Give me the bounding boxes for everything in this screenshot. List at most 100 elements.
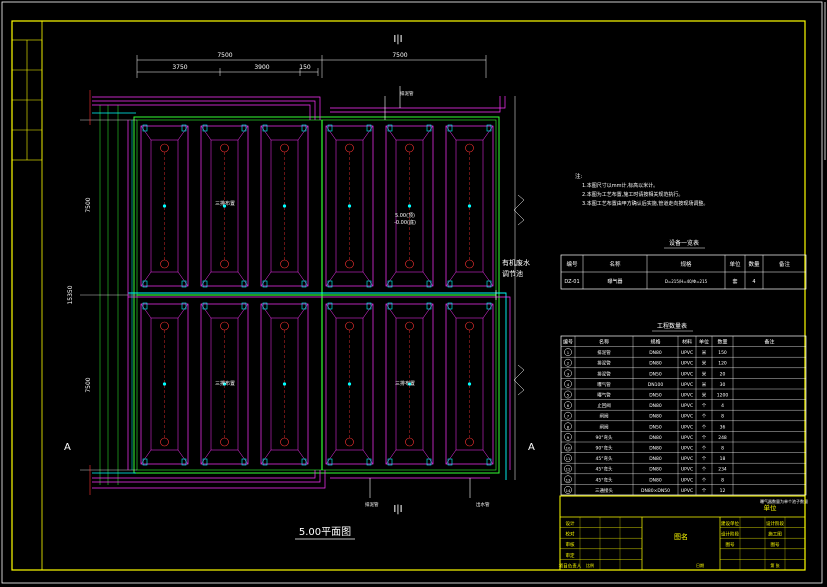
mat-cell-4-5: 1200 xyxy=(717,393,729,399)
binding-strip xyxy=(11,39,43,161)
mat-cell-8-0: 9 xyxy=(567,435,570,440)
diffuser-top-icon xyxy=(405,143,414,153)
valve-marker-1 xyxy=(426,124,432,132)
materials-table-title: 工程数量表 xyxy=(657,322,687,330)
mat-cell-6-2: DN80 xyxy=(649,414,662,420)
valve-marker-0 xyxy=(327,124,333,132)
mat-cell-7-5: 36 xyxy=(720,424,726,430)
mat-cell-12-0: 13 xyxy=(566,477,571,482)
mat-cell-13-1: 三通接头 xyxy=(595,487,613,494)
axis-left: A xyxy=(64,442,71,453)
cell-frame xyxy=(260,303,309,465)
mat-index-circle-2 xyxy=(564,369,572,378)
mat-cell-6-3: UPVC xyxy=(681,414,693,420)
diffuser-bottom-icon xyxy=(465,437,474,447)
equipment-table-title: 设备一览表 xyxy=(669,239,699,247)
hopper-edge-3 xyxy=(297,271,309,287)
pipe-mid-cyan xyxy=(128,292,507,480)
cell-label-2: 三排布置 xyxy=(215,380,235,387)
cell-hopper xyxy=(395,139,424,273)
mat-cell-7-1: 闸阀 xyxy=(600,423,609,430)
hopper-edge-0 xyxy=(260,303,272,319)
pipe-label-bot: 排泥管 xyxy=(365,501,379,508)
title-block: 单位图名设计校对审核审定项目负责人建设单位设计阶段图号设计阶段施工图图号比例日期… xyxy=(559,495,806,571)
diffuser-bottom-icon xyxy=(220,437,229,447)
mat-cell-12-3: UPVC xyxy=(681,477,693,483)
mat-cell-5-5: 4 xyxy=(721,403,724,409)
mat-header-5: 数量 xyxy=(717,339,727,346)
hopper-edge-1 xyxy=(177,125,189,141)
diffuser-top-icon xyxy=(465,321,474,331)
pipe-bot-3 xyxy=(92,470,326,489)
mat-cell-2-3: UPVC xyxy=(681,371,693,377)
dim-left-top: 7500 xyxy=(85,197,92,212)
eq-cell-0-0: DZ-01 xyxy=(564,279,579,285)
valve-marker-1 xyxy=(181,302,187,310)
eq-header-3: 单位 xyxy=(729,260,741,268)
valve-marker-0 xyxy=(142,302,148,310)
tb-right-label-2: 图号 xyxy=(726,542,735,548)
mat-cell-3-4: 米 xyxy=(702,381,707,388)
hopper-edge-0 xyxy=(445,125,457,141)
notes-line-3: 3.本图工艺布置由甲方确认后实施,管道走向按现场调整。 xyxy=(582,200,708,207)
cell-center-marker xyxy=(347,382,352,386)
valve-marker-1 xyxy=(486,124,492,132)
cell-hopper xyxy=(455,139,484,273)
side-note-1: 有机废水 xyxy=(502,258,530,267)
hopper-edge-1 xyxy=(237,303,249,319)
hopper-edge-0 xyxy=(200,125,212,141)
tb-left-label-0: 设计 xyxy=(566,520,575,527)
inner-frame xyxy=(11,20,806,571)
valve-marker-2 xyxy=(447,458,453,466)
mat-index-circle-6 xyxy=(564,411,572,420)
valve-marker-1 xyxy=(301,124,307,132)
cell-frame xyxy=(140,125,189,287)
pipe-bot-1 xyxy=(92,470,316,479)
hopper-edge-2 xyxy=(200,271,212,287)
hopper-edge-1 xyxy=(422,125,434,141)
mat-cell-6-1: 闸阀 xyxy=(600,413,609,420)
cell-frame xyxy=(325,303,374,465)
eq-header-5: 备注 xyxy=(779,260,791,268)
plan-title: 5.00平面图 xyxy=(299,526,351,538)
diffuser-top-icon xyxy=(280,321,289,331)
mat-header-2: 规格 xyxy=(650,339,660,346)
pipe-top-right-2 xyxy=(330,96,506,109)
valve-marker-3 xyxy=(366,280,372,288)
aeration-cell-10 xyxy=(385,302,434,466)
valve-marker-1 xyxy=(301,302,307,310)
side-note-2: 调节池 xyxy=(502,269,523,278)
eq-header-4: 数量 xyxy=(748,260,760,268)
diffuser-bottom-icon xyxy=(345,437,354,447)
valve-marker-1 xyxy=(426,302,432,310)
plan-view xyxy=(80,55,525,498)
valve-marker-1 xyxy=(366,302,372,310)
mat-index-circle-1 xyxy=(564,358,572,367)
mat-cell-5-0: 6 xyxy=(567,403,570,408)
valve-marker-0 xyxy=(327,302,333,310)
notes-line-2: 2.本图为工艺布置,施工时请按相关规范执行。 xyxy=(582,191,683,198)
hopper-edge-1 xyxy=(482,303,494,319)
hopper-edge-3 xyxy=(482,449,494,465)
mat-header-0: 编号 xyxy=(563,339,573,346)
cell-frame xyxy=(260,125,309,287)
tb-scale: 比例 xyxy=(586,562,594,568)
hopper-edge-0 xyxy=(445,303,457,319)
mat-cell-2-4: 米 xyxy=(702,370,707,377)
hopper-edge-2 xyxy=(260,449,272,465)
mat-cell-7-4: 个 xyxy=(702,424,707,430)
mat-index-circle-8 xyxy=(564,433,572,441)
mat-cell-4-4: 米 xyxy=(702,392,707,399)
valve-marker-0 xyxy=(202,124,208,132)
hopper-edge-2 xyxy=(140,271,152,287)
tb-company: 单位 xyxy=(764,503,778,512)
hopper-edge-0 xyxy=(325,303,337,319)
cell-frame xyxy=(445,125,494,287)
cell-frame xyxy=(325,125,374,287)
mat-cell-1-4: 米 xyxy=(702,360,707,367)
tb-left-label-3: 审定 xyxy=(566,552,575,559)
diffuser-top-icon xyxy=(465,143,474,153)
pipe-label-right: 出水管 xyxy=(476,501,490,508)
hopper-edge-3 xyxy=(237,449,249,465)
